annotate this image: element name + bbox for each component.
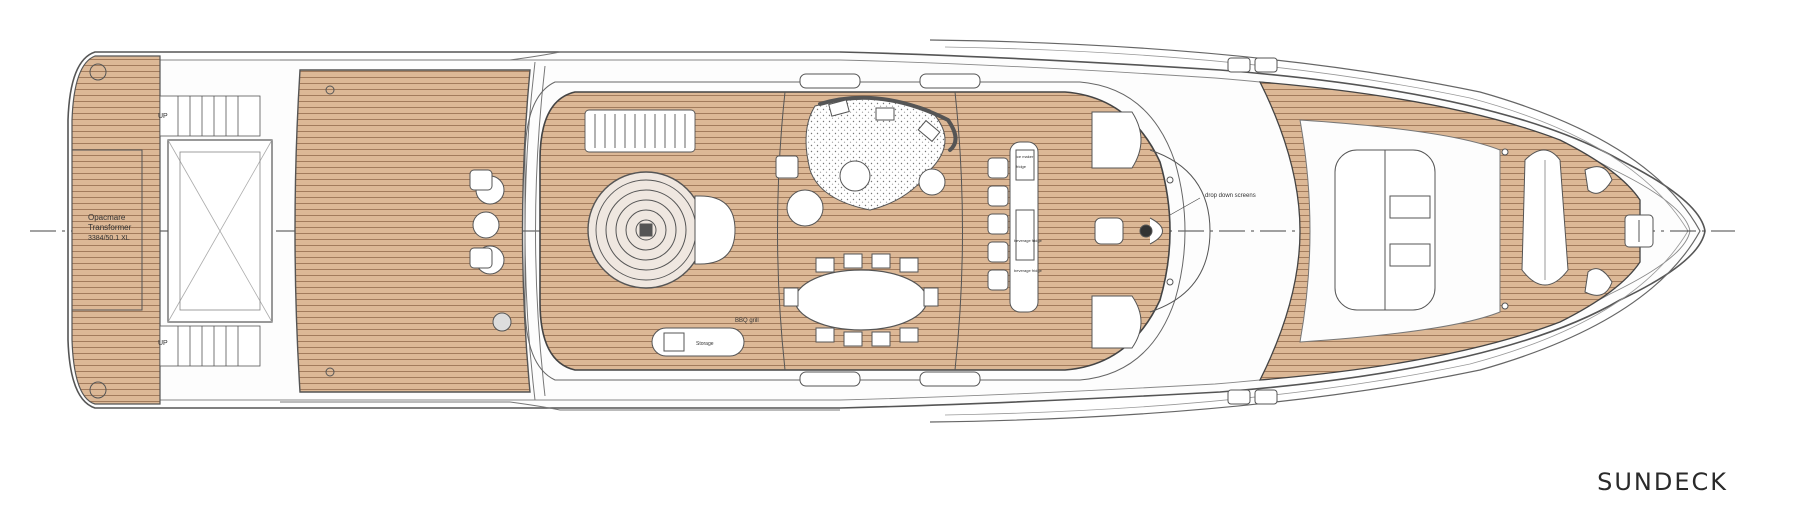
anchor-symbol [1584, 166, 1654, 296]
jacuzzi-seat [694, 195, 736, 265]
bar-stools [987, 157, 1009, 291]
up-label-top: UP [158, 113, 168, 120]
helm-loungers [1091, 111, 1174, 349]
lounge-area [775, 95, 958, 227]
foredeck-sunpad [1334, 149, 1436, 311]
tender-boat-symbol [167, 139, 273, 323]
dining-table [783, 253, 939, 347]
deck-title: SUNDECK [1597, 468, 1728, 496]
bbq-grill [651, 327, 745, 357]
jet-ski [1521, 149, 1569, 286]
foredeck [1258, 81, 1641, 381]
tender-name: Opacmare [88, 213, 126, 222]
lounge-chairs [469, 169, 505, 275]
drop-down-screens-label: drop down screens [1205, 193, 1256, 199]
bbq-grill-label: BBQ grill [735, 318, 759, 324]
side-deck-details [1227, 57, 1509, 405]
storage-label: Storage [696, 341, 714, 347]
tender-spec: 3384/50.1 XL [88, 235, 130, 242]
beverage-fridge-label-2: beverage fridge [1014, 268, 1043, 273]
up-label-bottom: UP [158, 340, 168, 347]
main-stairs [584, 109, 696, 153]
bar-counter [1009, 141, 1039, 313]
helm-console [1094, 149, 1211, 313]
aft-platform [71, 55, 161, 405]
aft-stairs-bottom [159, 325, 261, 367]
aft-stairs-top [159, 95, 261, 137]
jacuzzi-pool-symbol [587, 171, 705, 289]
tender-model: Transformer [88, 223, 132, 232]
fridge-label: fridge [1016, 164, 1027, 169]
aft-deck [294, 69, 531, 393]
beverage-fridge-label-1: beverage fridge [1014, 238, 1043, 243]
ice-maker-label: ice maker [1016, 154, 1034, 159]
